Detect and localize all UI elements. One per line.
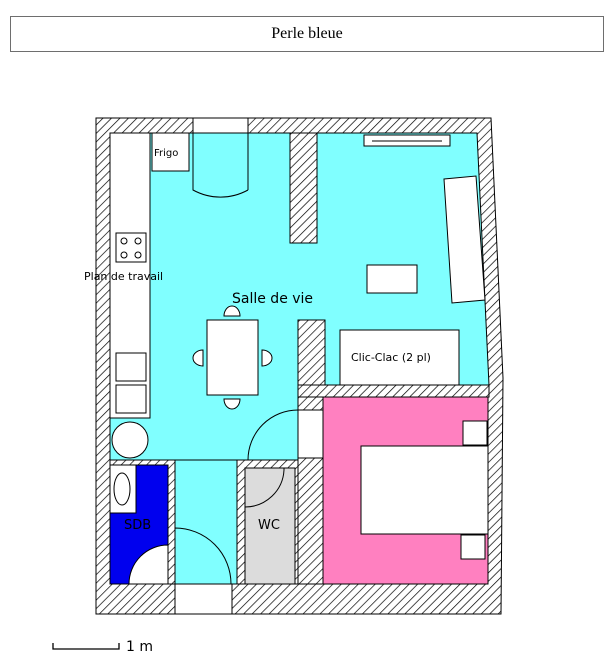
plan-title: Perle bleue [10, 16, 604, 52]
bottom-door-gap [174, 583, 233, 615]
cooktop [115, 232, 147, 263]
coffee-table [366, 264, 418, 294]
bedroom-top-wall [297, 384, 490, 398]
dining-table [206, 319, 259, 396]
chair-bottom [223, 398, 241, 410]
label-frigo: Frigo [154, 148, 178, 159]
label-sdb: SDB [124, 518, 151, 533]
bedroom-door-swing [247, 409, 299, 461]
nightstand-bottom [460, 534, 486, 560]
tv-cabinet [443, 175, 486, 304]
scale-label: 1 m [126, 639, 153, 655]
bathroom-basin-icon [113, 472, 131, 506]
burner-icon [120, 251, 128, 259]
bedroom-door-gap [297, 409, 324, 459]
corridor-floor [174, 459, 238, 585]
scale-bar [52, 643, 120, 650]
sink-bowl [115, 352, 147, 382]
chair-left [192, 349, 204, 367]
burner-icon [134, 237, 142, 245]
wc-door-swing [244, 467, 285, 508]
frigo [151, 132, 190, 172]
entry-door-gap [192, 117, 249, 134]
chair-top [223, 305, 241, 317]
sink-bowl [115, 384, 147, 414]
bed [360, 445, 489, 535]
partition-wall-top [289, 132, 318, 244]
label-plan-de-travail: Plan de travail [84, 270, 163, 283]
wc-floor [244, 467, 296, 585]
entry-door-swing [192, 133, 249, 198]
burner-icon [134, 251, 142, 259]
round-appliance [111, 421, 149, 459]
bathroom-door-swing [128, 544, 169, 585]
nightstand-top [462, 420, 488, 446]
chair-right [261, 349, 273, 367]
burner-icon [120, 237, 128, 245]
clic-clac-sofa [339, 329, 460, 386]
bottom-door-swing [174, 527, 232, 585]
label-clic-clac: Clic-Clac (2 pl) [351, 351, 431, 364]
label-salle-de-vie: Salle de vie [232, 291, 313, 307]
label-wc: WC [258, 518, 280, 533]
